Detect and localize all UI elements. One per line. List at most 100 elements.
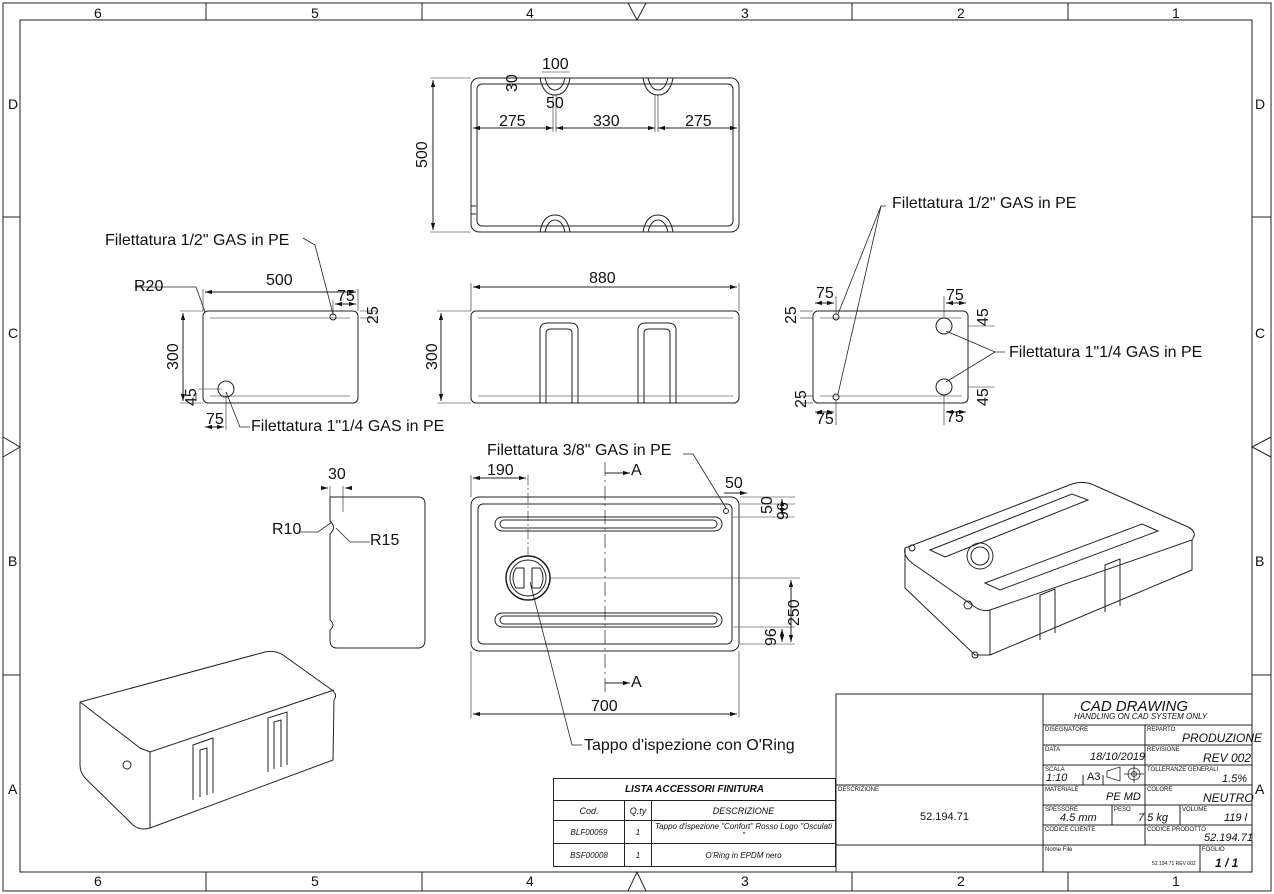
zone-top-2: 2 xyxy=(957,5,965,21)
left-view xyxy=(135,237,378,430)
plan-view-inner xyxy=(477,503,733,645)
accessory-code: BSF00008 xyxy=(553,843,625,867)
front-dim-880: 880 xyxy=(589,270,616,287)
zone-left-B: B xyxy=(8,553,18,569)
revisione-value: REV 002 xyxy=(1203,751,1252,765)
projection-symbol xyxy=(1106,765,1144,783)
section-mark-a-bottom: A xyxy=(631,674,642,691)
codice-cliente-label: CODICE CLIENTE xyxy=(1045,827,1096,833)
scala-label: SCALA xyxy=(1045,767,1065,773)
top-dim-50: 50 xyxy=(546,95,564,112)
section-mark-a-top: A xyxy=(631,462,642,479)
reparto-value: PRODUZIONE xyxy=(1182,731,1263,745)
zone-left-C: C xyxy=(8,325,19,341)
left-dim-500: 500 xyxy=(266,272,293,289)
top-view-grip-2 xyxy=(642,77,674,96)
table-row: BLF00059 1 Tappo d'ispezione "Confort" R… xyxy=(553,820,836,844)
descrizione-label: DESCRIZIONE xyxy=(838,787,880,793)
colore-label: COLORE xyxy=(1147,787,1173,793)
accessories-title: LISTA ACCESSORI FINITURA xyxy=(553,778,836,801)
left-view-outline xyxy=(202,310,359,404)
zone-bottom-3: 3 xyxy=(741,873,749,889)
top-dim-330: 330 xyxy=(593,113,620,130)
front-view-grip-1 xyxy=(539,322,579,403)
plan-dim-250: 250 xyxy=(786,599,803,626)
title-block-subtitle: HANDLING ON CAD SYSTEM ONLY xyxy=(1074,712,1208,721)
right-dim-45-bottom: 45 xyxy=(975,388,992,406)
foglio-label: FOGLIO xyxy=(1202,847,1225,853)
materiale-value: PE MD xyxy=(1106,791,1141,803)
zone-bottom-2: 2 xyxy=(957,873,965,889)
zone-right-A: A xyxy=(1255,781,1265,797)
right-view-port-1 xyxy=(935,317,953,335)
top-view-grip-4 xyxy=(642,214,674,233)
accessory-qty: 1 xyxy=(624,820,652,844)
right-callout-top: Filettatura 1/2" GAS in PE xyxy=(892,195,1077,212)
top-view-grip-1 xyxy=(539,77,571,96)
right-dim-45-top: 45 xyxy=(975,308,992,326)
front-view-grip-2 xyxy=(637,322,677,403)
front-view xyxy=(437,283,740,404)
zone-top-6: 6 xyxy=(94,5,102,21)
left-dim-25: 25 xyxy=(365,306,382,324)
left-dim-75-top: 75 xyxy=(337,288,355,305)
volume-label: VOLUME xyxy=(1182,807,1208,813)
tolleranze-value: 1.5% xyxy=(1222,773,1248,785)
zone-left-D: D xyxy=(8,96,19,112)
top-view-inner xyxy=(476,83,734,227)
disegnatore-label: DISEGNATORE xyxy=(1045,727,1089,733)
right-view-port-2 xyxy=(935,378,953,396)
zone-right-D: D xyxy=(1255,96,1266,112)
nome-file-label: Nome File xyxy=(1045,847,1073,853)
colore-value: NEUTRO xyxy=(1203,791,1254,805)
left-dim-45: 45 xyxy=(183,388,200,406)
section-view xyxy=(300,485,426,649)
peso-value: 7.5 kg xyxy=(1138,812,1168,824)
left-dim-300: 300 xyxy=(165,343,182,370)
zone-top-3: 3 xyxy=(741,5,749,21)
top-view xyxy=(430,71,740,233)
top-dim-275-left: 275 xyxy=(499,113,526,130)
right-dim-75-bottom-right: 75 xyxy=(946,409,964,426)
right-view-outline xyxy=(812,310,969,404)
volume-value: 119 l xyxy=(1224,812,1248,824)
title-block-title: CAD DRAWING xyxy=(1080,698,1189,715)
section-radius-r10: R10 xyxy=(272,521,302,538)
accessories-table: LISTA ACCESSORI FINITURA Cod. Q.ty DESCR… xyxy=(553,778,836,867)
right-dim-25-top: 25 xyxy=(783,306,800,324)
front-view-outline xyxy=(470,310,740,404)
left-callout-bottom: Filettatura 1"1/4 GAS in PE xyxy=(251,418,445,435)
zone-right-B: B xyxy=(1255,553,1265,569)
zone-bottom-5: 5 xyxy=(311,873,319,889)
section-view-profile xyxy=(329,496,426,649)
title-block-grid xyxy=(835,693,1253,873)
codice-prodotto-label: CODICE PRODOTTO xyxy=(1147,827,1206,833)
zone-bottom-4: 4 xyxy=(526,873,534,889)
plan-dim-96-bottom: 96 xyxy=(763,628,780,646)
tolleranze-label: TOLLERANZE GENERALI xyxy=(1147,767,1219,773)
top-dim-500: 500 xyxy=(414,141,431,168)
table-row: BSF00008 1 O'Ring in EPDM nero xyxy=(553,843,836,867)
section-radius-r15: R15 xyxy=(370,532,400,549)
descrizione-value: 52.194.71 xyxy=(920,811,969,823)
right-view xyxy=(800,205,1005,425)
accessories-header-code: Cod. xyxy=(553,800,625,821)
accessory-description: Tappo d'ispezione "Confort" Rosso Logo "… xyxy=(651,820,836,844)
plan-dim-700: 700 xyxy=(591,698,618,715)
plan-callout-bottom: Tappo d'ispezione con O'Ring xyxy=(584,737,795,754)
top-view-grip-3 xyxy=(539,214,571,233)
left-radius: R20 xyxy=(134,278,164,295)
plan-dim-190: 190 xyxy=(487,462,514,479)
right-callout-mid: Filettatura 1"1/4 GAS in PE xyxy=(1009,344,1203,361)
left-dim-75-bottom: 75 xyxy=(206,411,224,428)
zone-bottom-1: 1 xyxy=(1172,873,1180,889)
data-value: 18/10/2019 xyxy=(1090,751,1146,763)
right-view-port-3 xyxy=(832,313,840,321)
plan-dim-96-top: 96 xyxy=(775,502,792,520)
nome-file-value: 52.194.71 REV 002 xyxy=(1152,861,1196,867)
top-dim-30: 30 xyxy=(504,74,521,92)
spessore-value: 4.5 mm xyxy=(1060,812,1097,824)
accessories-header-qty: Q.ty xyxy=(624,800,652,821)
